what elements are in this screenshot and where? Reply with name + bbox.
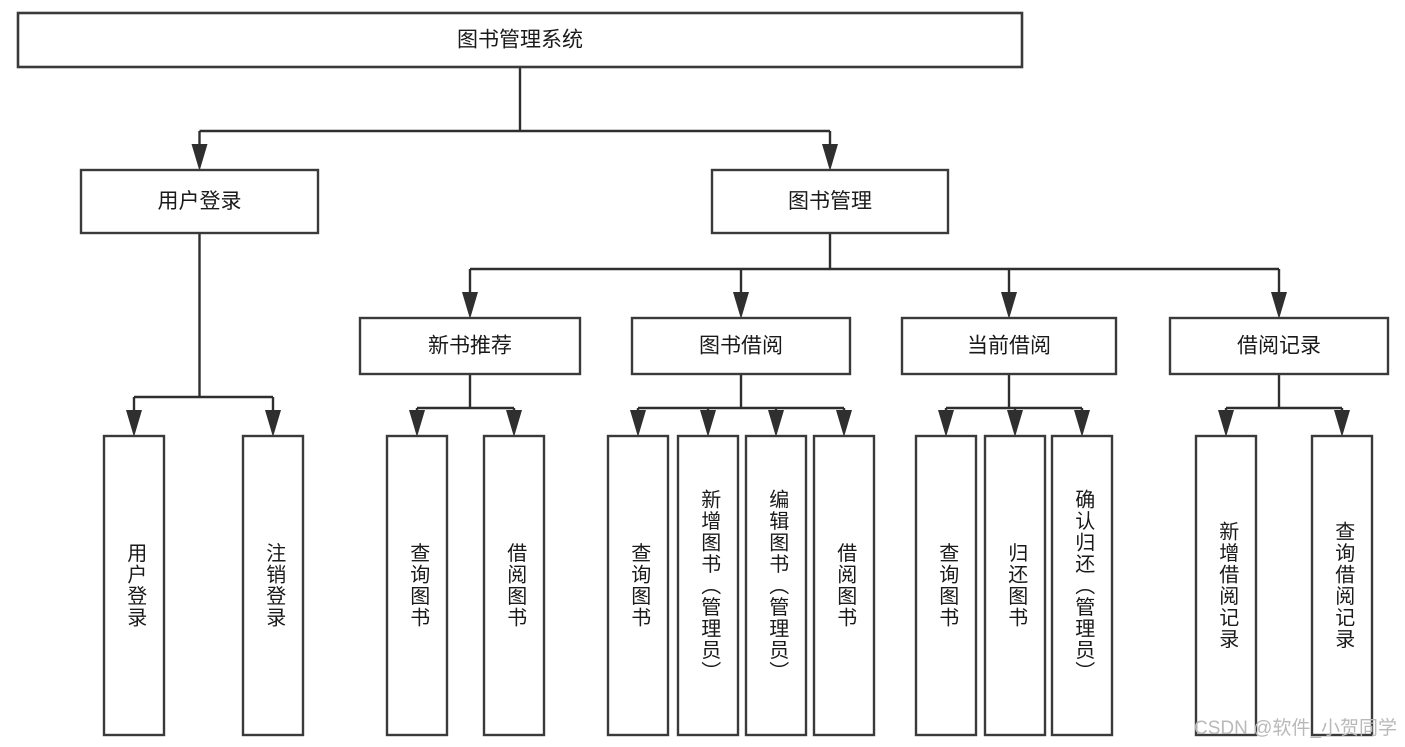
node-box[interactable] bbox=[676, 434, 740, 737]
arrowhead-icon bbox=[265, 410, 281, 437]
node-box[interactable] bbox=[16, 11, 1024, 69]
node-box[interactable] bbox=[1050, 434, 1114, 737]
arrowhead-icon bbox=[768, 410, 784, 437]
arrowhead-icon bbox=[1218, 410, 1234, 437]
node-leaf-6[interactable]: 新增图书（管理员） bbox=[676, 434, 740, 737]
node-box[interactable] bbox=[606, 434, 670, 737]
node-box[interactable] bbox=[1168, 316, 1390, 376]
node-box[interactable] bbox=[710, 168, 950, 235]
connector-group bbox=[191, 67, 838, 171]
node-leaf-5[interactable]: 查询图书 bbox=[606, 434, 670, 737]
node-box[interactable] bbox=[482, 434, 546, 737]
arrowhead-icon bbox=[126, 410, 142, 437]
arrowhead-icon bbox=[1001, 292, 1017, 319]
node-box[interactable] bbox=[358, 316, 582, 376]
connector-layer bbox=[126, 67, 1350, 437]
connector-group bbox=[630, 374, 852, 437]
arrowhead-icon bbox=[938, 410, 954, 437]
node-label: 查询图书 bbox=[628, 542, 651, 628]
node-box[interactable] bbox=[630, 316, 852, 376]
node-label: 图书借阅 bbox=[699, 335, 783, 358]
node-box[interactable] bbox=[914, 434, 978, 737]
node-box[interactable] bbox=[983, 434, 1047, 737]
watermark-label: CSDN @软件_小贺同学 bbox=[1194, 717, 1397, 739]
node-leaf-13[interactable]: 查询借阅记录 bbox=[1310, 434, 1374, 737]
arrowhead-icon bbox=[836, 410, 852, 437]
node-label: 借阅记录 bbox=[1237, 335, 1321, 358]
node-l3-4[interactable]: 借阅记录 bbox=[1168, 316, 1390, 376]
node-leaf-10[interactable]: 归还图书 bbox=[983, 434, 1047, 737]
node-leaf-11[interactable]: 确认归还（管理员） bbox=[1050, 434, 1114, 737]
node-label: 当前借阅 bbox=[967, 335, 1051, 358]
node-label: 用户登录 bbox=[124, 543, 147, 629]
node-l3-3[interactable]: 当前借阅 bbox=[900, 316, 1118, 376]
node-leaf-8[interactable]: 借阅图书 bbox=[812, 434, 876, 737]
node-label: 用户登录 bbox=[158, 190, 242, 213]
node-leaf-7[interactable]: 编辑图书（管理员） bbox=[744, 434, 808, 737]
node-box[interactable] bbox=[812, 434, 876, 737]
arrowhead-icon bbox=[1334, 410, 1350, 437]
node-leaf-2[interactable]: 注销登录 bbox=[241, 434, 305, 737]
arrowhead-icon bbox=[733, 292, 749, 319]
node-label: 借阅图书 bbox=[504, 542, 527, 628]
node-label: 确认归还（管理员） bbox=[1072, 488, 1095, 682]
arrowhead-icon bbox=[1271, 292, 1287, 319]
node-box[interactable] bbox=[385, 434, 449, 737]
arrowhead-icon bbox=[462, 292, 478, 319]
node-l2-1[interactable]: 用户登录 bbox=[79, 168, 320, 235]
node-l3-1[interactable]: 新书推荐 bbox=[358, 316, 582, 376]
node-root[interactable]: 图书管理系统 bbox=[16, 11, 1024, 69]
node-leaf-12[interactable]: 新增借阅记录 bbox=[1194, 434, 1258, 737]
node-leaf-1[interactable]: 用户登录 bbox=[102, 434, 166, 737]
connector-group bbox=[126, 233, 281, 437]
node-l2-2[interactable]: 图书管理 bbox=[710, 168, 950, 235]
node-box[interactable] bbox=[1310, 434, 1374, 737]
node-label: 编辑图书（管理员） bbox=[766, 488, 789, 682]
node-leaf-3[interactable]: 查询图书 bbox=[385, 434, 449, 737]
node-box[interactable] bbox=[744, 434, 808, 737]
connector-group bbox=[938, 374, 1090, 437]
arrowhead-icon bbox=[822, 144, 838, 171]
node-label: 查询借阅记录 bbox=[1332, 521, 1355, 650]
connector-group bbox=[409, 374, 522, 437]
arrowhead-icon bbox=[1074, 410, 1090, 437]
node-box[interactable] bbox=[241, 434, 305, 737]
node-label: 新书推荐 bbox=[428, 335, 512, 358]
node-label: 归还图书 bbox=[1005, 542, 1028, 628]
arrowhead-icon bbox=[409, 410, 425, 437]
node-layer: 图书管理系统用户登录图书管理新书推荐图书借阅当前借阅借阅记录用户登录注销登录查询… bbox=[16, 11, 1390, 737]
node-label: 注销登录 bbox=[263, 542, 286, 628]
node-box[interactable] bbox=[102, 434, 166, 737]
node-label: 查询图书 bbox=[407, 542, 430, 628]
connector-group bbox=[462, 233, 1287, 319]
node-label: 借阅图书 bbox=[834, 542, 857, 628]
node-l3-2[interactable]: 图书借阅 bbox=[630, 316, 852, 376]
arrowhead-icon bbox=[506, 410, 522, 437]
node-leaf-4[interactable]: 借阅图书 bbox=[482, 434, 546, 737]
node-label: 图书管理系统 bbox=[457, 29, 583, 52]
node-box[interactable] bbox=[79, 168, 320, 235]
node-label: 新增借阅记录 bbox=[1216, 521, 1239, 650]
node-box[interactable] bbox=[1194, 434, 1258, 737]
node-label: 图书管理 bbox=[788, 190, 872, 213]
node-box[interactable] bbox=[900, 316, 1118, 376]
node-leaf-9[interactable]: 查询图书 bbox=[914, 434, 978, 737]
node-label: 新增图书（管理员） bbox=[698, 488, 721, 682]
arrowhead-icon bbox=[191, 144, 208, 171]
connector-group bbox=[1218, 374, 1350, 437]
arrowhead-icon bbox=[700, 410, 716, 437]
node-label: 查询图书 bbox=[936, 542, 959, 628]
arrowhead-icon bbox=[1007, 410, 1023, 437]
arrowhead-icon bbox=[630, 410, 646, 437]
